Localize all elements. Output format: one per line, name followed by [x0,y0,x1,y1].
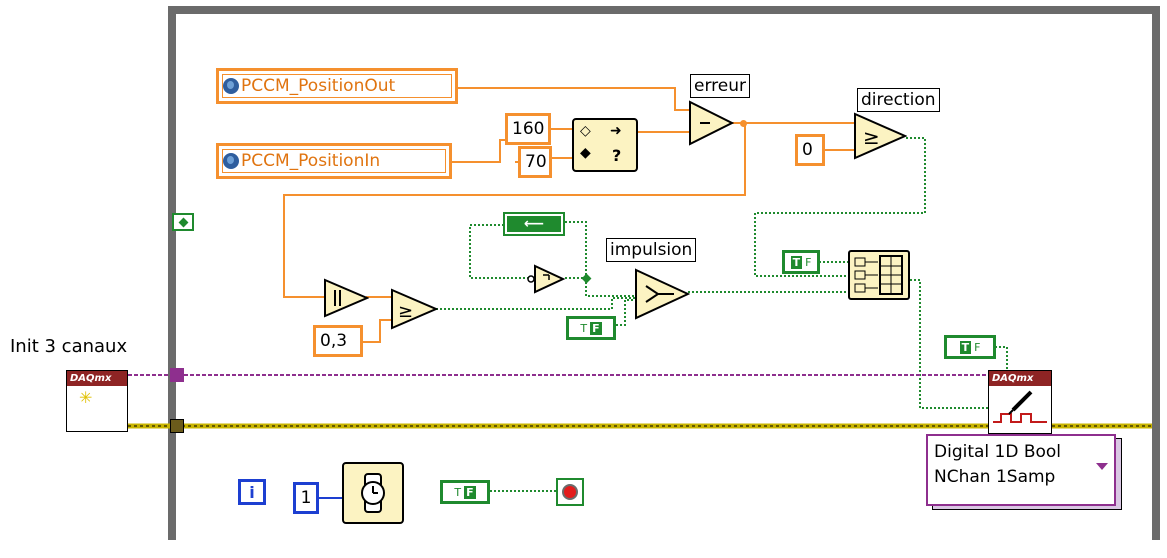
direction-label: direction [857,88,940,112]
daqmx-write-title: DAQmx [989,371,1051,386]
stop-terminal[interactable] [556,478,584,506]
arrow-right-icon: ➜ [610,123,622,139]
not-node[interactable] [527,264,567,294]
polymorphic-line-2: NChan 1Samp [934,467,1056,487]
false-icon: F [974,340,981,354]
wait-ms-constant[interactable]: 1 [293,482,319,514]
globe-icon [223,78,239,94]
sparkle-icon: ✳ [79,388,93,407]
feedback-node[interactable]: ⟵ [503,212,565,236]
true-icon: T [790,255,803,269]
true-icon: T [580,321,588,335]
loop-frame-gap [162,540,1162,558]
true-icon: T [959,340,972,354]
build-array-node[interactable] [848,250,910,300]
build-array-icon [854,255,903,295]
false-icon: F [805,255,812,269]
global-position-out[interactable]: PCCM_PositionOut [216,68,458,104]
impulsion-label: impulsion [606,238,697,262]
diamond-filled-icon: ◆ [580,145,591,161]
wire-junction [740,120,747,127]
wait-wire [319,497,343,499]
constant-160[interactable]: 160 [505,113,551,145]
subtract-node[interactable] [688,100,734,146]
question-icon: ? [612,146,622,165]
task-tunnel[interactable] [170,368,184,382]
stop-icon [562,484,578,500]
globe-icon [223,153,239,169]
svg-text:≥: ≥ [398,301,413,322]
pencil-waveform-icon [993,390,1047,423]
constant-70[interactable]: 70 [518,146,552,178]
constant-0-3[interactable]: 0,3 [313,325,363,357]
diamond-outline-icon: ◇ [580,123,591,139]
polymorphic-line-1: Digital 1D Bool [934,442,1062,462]
wait-ms-node[interactable] [342,462,404,524]
daqmx-create-channel-node[interactable]: DAQmx ✳ [66,370,128,432]
select-impulsion-node[interactable] [634,268,690,320]
false-icon: F [464,485,476,499]
daqmx-write-node[interactable]: DAQmx [988,370,1052,434]
polymorphic-selector[interactable]: Digital 1D Bool NChan 1Samp [926,434,1116,506]
global-position-in-label: PCCM_PositionIn [241,151,381,171]
true-icon: T [454,485,462,499]
iteration-terminal[interactable]: i [238,479,266,505]
shift-register-icon[interactable] [172,213,194,231]
global-position-out-label: PCCM_PositionOut [241,76,396,96]
svg-text:≥: ≥ [863,125,880,149]
absolute-value-node[interactable] [323,278,369,318]
arrow-left-icon: ⟵ [507,216,561,232]
wristwatch-icon [361,473,385,513]
global-position-in[interactable]: PCCM_PositionIn [216,143,452,179]
select-node[interactable]: ◇ ◆ ➜ ? [572,118,638,172]
greater-equal-direction-node[interactable]: ≥ [853,112,907,160]
error-tunnel[interactable] [170,419,184,433]
dropdown-arrow-icon[interactable] [1096,463,1108,470]
constant-0[interactable]: 0 [795,134,825,166]
erreur-label: erreur [690,74,750,98]
init-label: Init 3 canaux [10,336,128,357]
greater-equal-threshold-node[interactable]: ≥ [390,288,438,330]
false-icon: F [590,321,602,335]
daqmx-create-title: DAQmx [67,371,127,386]
